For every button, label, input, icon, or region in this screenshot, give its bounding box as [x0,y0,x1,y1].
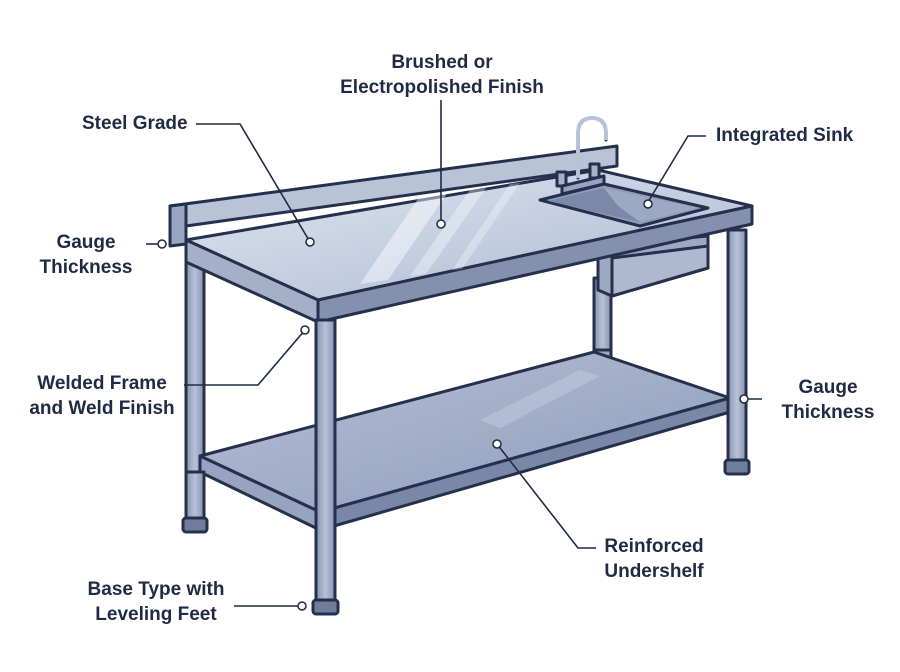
callout-integrated-sink-line-1: Integrated Sink [716,125,854,146]
callout-gauge-left-line-2: Thickness [39,257,133,278]
dot-steel-grade [305,237,315,247]
reflection-3 [452,183,520,270]
foot-back-left [181,516,209,534]
dot-gauge-right [739,394,749,404]
leader-steel-grade [196,123,311,243]
front-left-leg [314,318,337,604]
callout-gauge-thickness-right: Gauge Thickness [766,375,890,425]
back-left-leg-front-part [184,470,206,522]
callout-steel-grade: Steel Grade [82,111,188,136]
callout-brushed-finish-line-2: Electropolished Finish [340,77,544,98]
callout-welded-frame-line-2: and Weld Finish [29,398,175,419]
reflection-1 [360,192,448,284]
callout-welded-frame: Welded Frame and Weld Finish [20,371,184,421]
reflection-2 [410,188,486,276]
front-right-leg [726,228,748,464]
undershelf [198,350,732,532]
callout-dots [157,199,749,611]
callout-reinforced-undershelf: Reinforced Undershelf [596,534,712,584]
callout-brushed-finish: Brushed or Electropolished Finish [330,50,554,100]
dot-gauge-left [157,239,167,249]
leader-integrated-sink [647,135,706,203]
callout-base-type-line-1: Base Type with [87,579,225,600]
faucet [555,115,608,196]
leader-welded-frame [184,329,306,386]
leader-undershelf [496,443,596,549]
dot-integrated-sink [643,199,653,209]
backsplash [168,144,619,248]
callout-gauge-thickness-left: Gauge Thickness [30,230,142,280]
dot-base-type [297,601,307,611]
leveling-feet [181,458,751,616]
dot-undershelf [492,439,502,449]
callout-base-type: Base Type with Leveling Feet [80,577,232,627]
callout-gauge-right-line-2: Thickness [781,402,875,423]
front-legs [184,228,748,604]
foot-front-right [723,458,751,476]
callout-undershelf-line-2: Undershelf [604,561,704,582]
callout-undershelf-line-1: Reinforced [604,536,704,557]
callout-integrated-sink: Integrated Sink [716,123,853,148]
callout-brushed-finish-line-1: Brushed or [391,52,493,73]
callout-base-type-line-2: Leveling Feet [95,604,217,625]
dot-brushed-finish [436,219,446,229]
callout-gauge-left-line-1: Gauge [56,232,116,253]
callout-gauge-right-line-1: Gauge [798,377,858,398]
callout-welded-frame-line-1: Welded Frame [37,373,167,394]
leader-lines [146,100,762,607]
callout-steel-grade-line-1: Steel Grade [82,113,188,134]
dot-welded-frame [300,325,310,335]
foot-front-left [311,598,340,616]
